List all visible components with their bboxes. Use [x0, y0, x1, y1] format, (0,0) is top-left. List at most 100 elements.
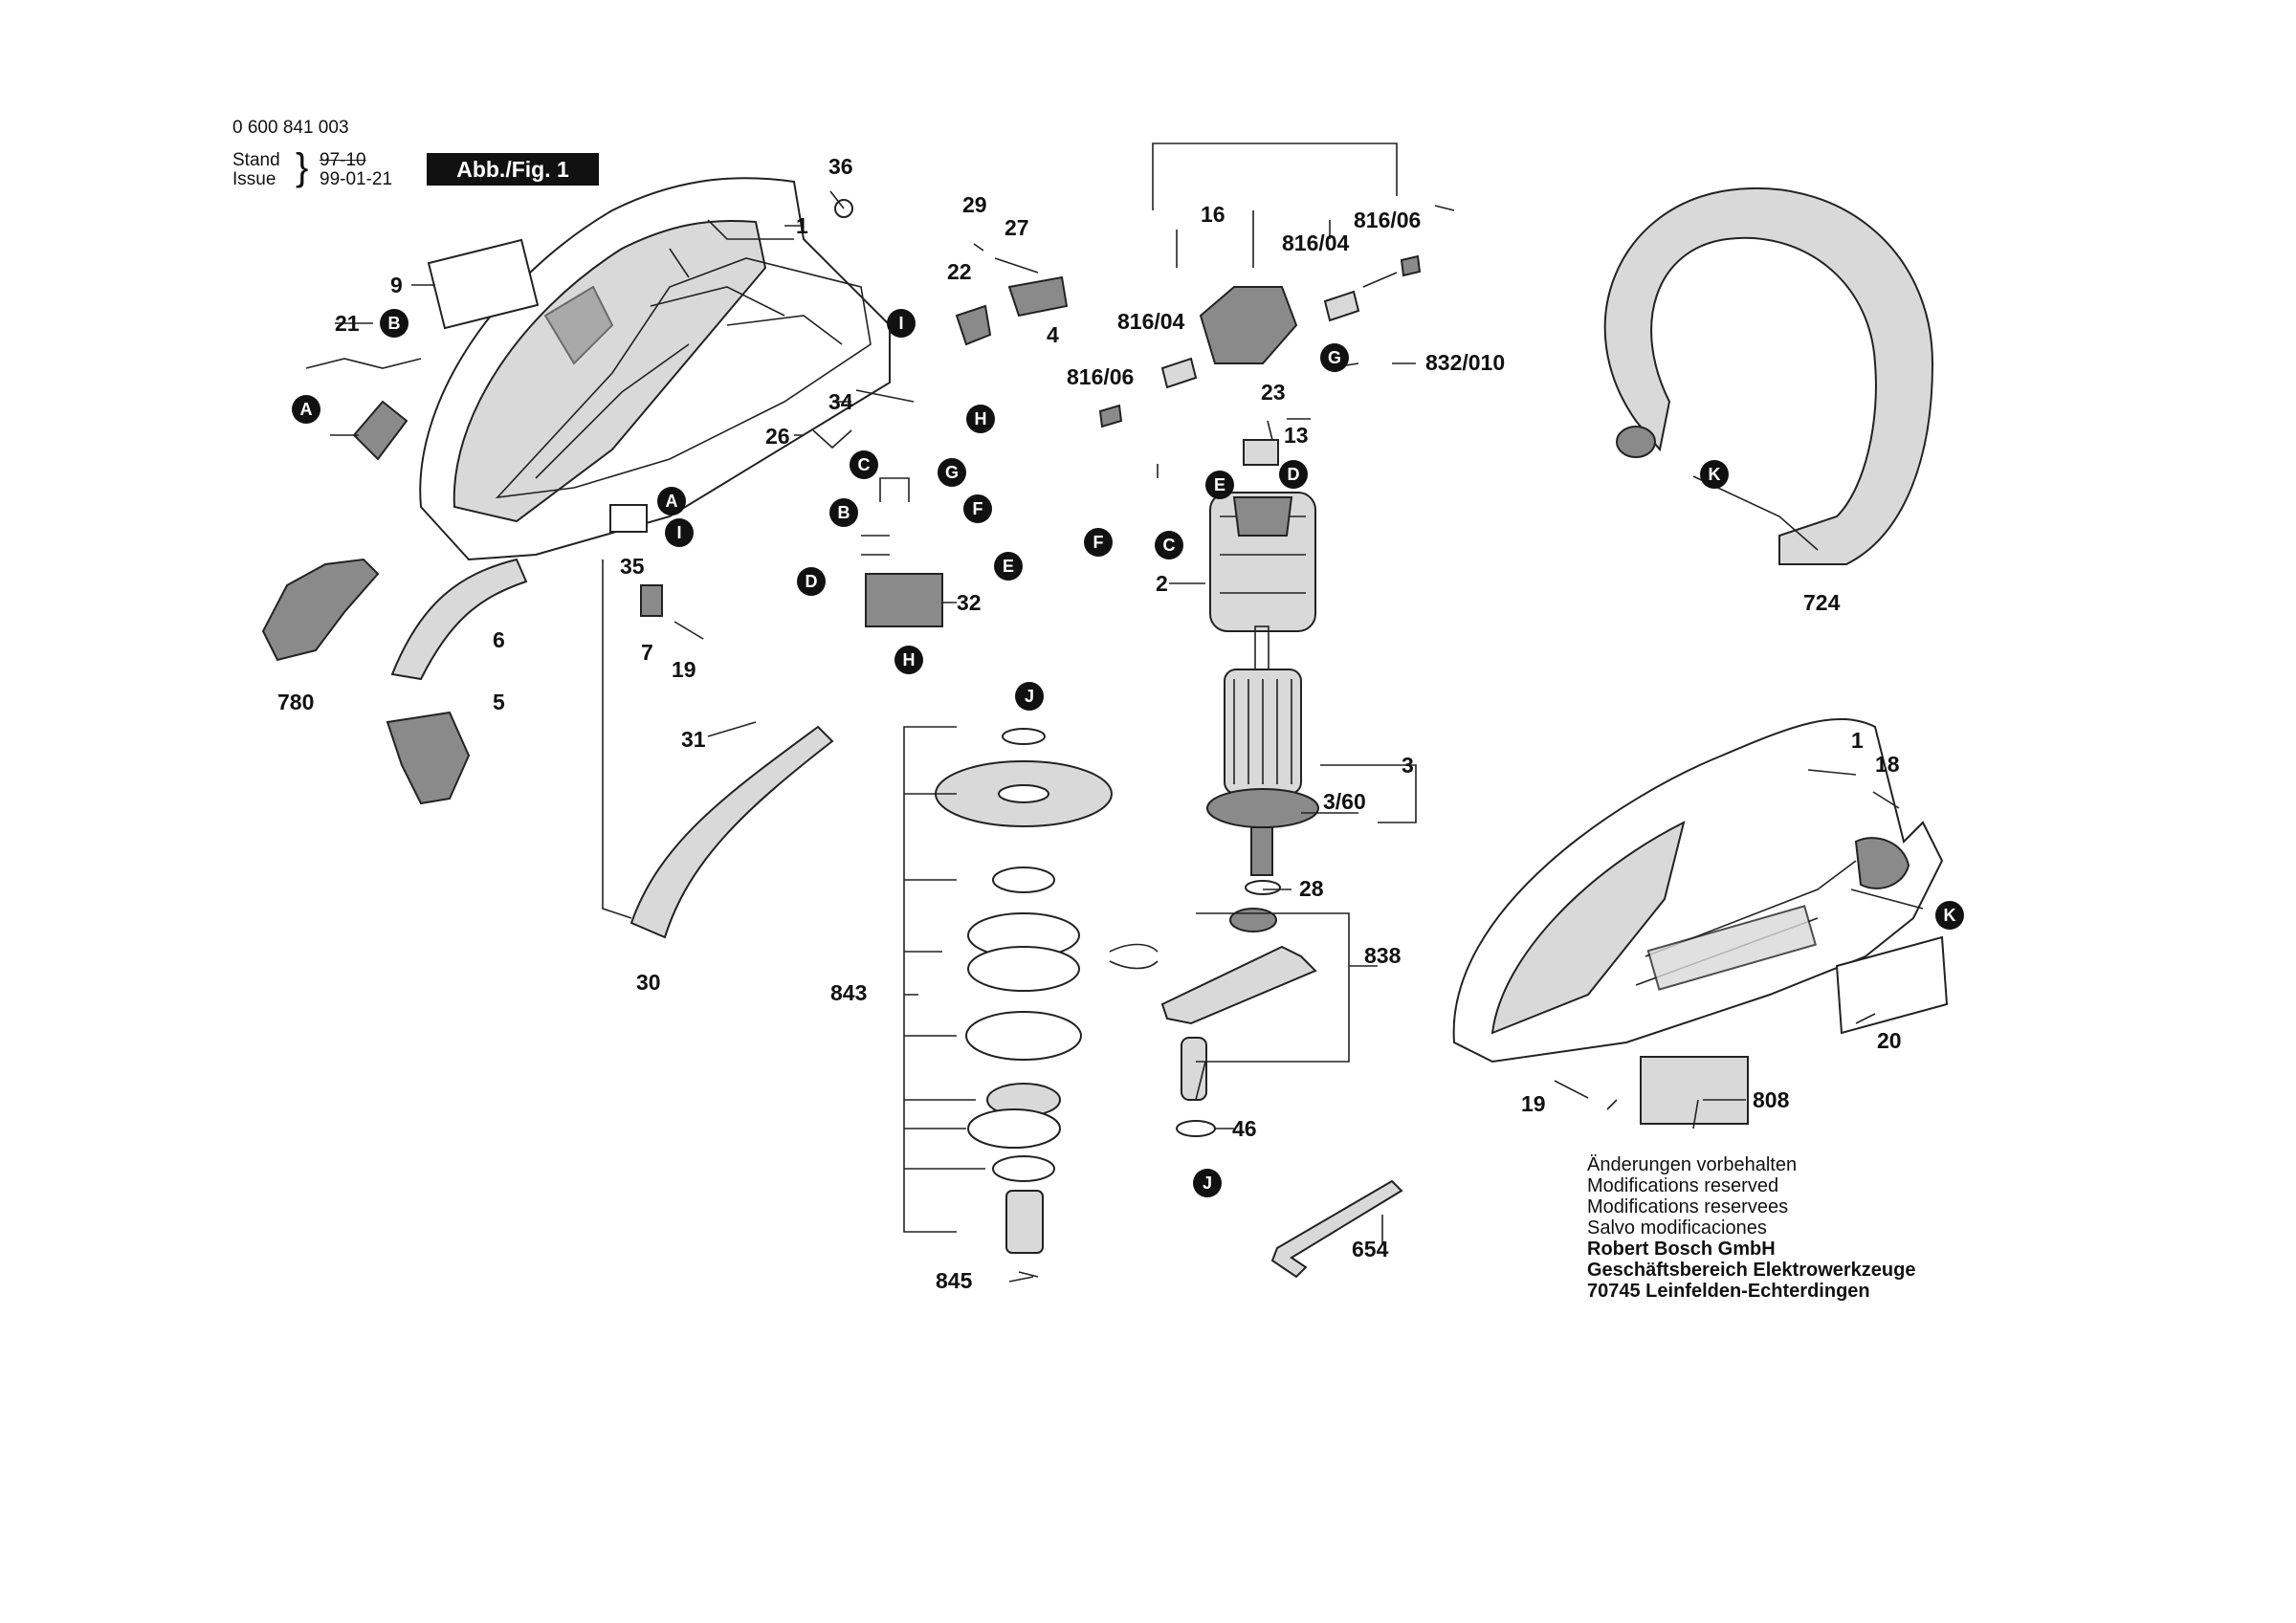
part-label: 816/04	[1117, 309, 1185, 334]
part-816-06-spring	[1362, 272, 1398, 288]
part-5-plug	[386, 711, 471, 805]
part-35-terminal	[609, 504, 648, 533]
part-label: 5	[493, 690, 505, 714]
marker-letter: C	[858, 455, 871, 474]
part-label: 28	[1299, 876, 1324, 901]
part-label: 845	[936, 1268, 973, 1293]
marker-letter: B	[838, 503, 850, 522]
part-19-screw	[673, 621, 704, 640]
part-label: 32	[957, 590, 982, 615]
part-13-gear	[1243, 439, 1279, 466]
marker-letter: E	[1003, 557, 1014, 576]
part-label: 843	[830, 980, 867, 1005]
part-label: 6	[493, 627, 505, 652]
part-label: 22	[947, 259, 972, 284]
part-label: 3	[1402, 753, 1414, 778]
part-20-label	[1835, 935, 1949, 1035]
part-22-switch-lead	[955, 304, 992, 346]
note-line: Salvo modificaciones	[1587, 1217, 1767, 1239]
marker-letter: A	[300, 400, 313, 419]
marker-letter: J	[1203, 1173, 1212, 1193]
part-label: 21	[335, 311, 360, 336]
marker-letter: F	[1093, 533, 1104, 552]
marker-letter: D	[806, 572, 818, 591]
part-27-spring	[994, 257, 1039, 274]
part-label: 13	[1284, 423, 1309, 448]
part-23-brush-holder	[1199, 286, 1298, 364]
part-label: 19	[672, 657, 696, 682]
part-label: 724	[1803, 590, 1841, 615]
part-label: 4	[1047, 322, 1059, 347]
part-label: 23	[1261, 380, 1286, 405]
part-label: 30	[636, 970, 661, 995]
part-label: 16	[1201, 202, 1225, 227]
part-label: 808	[1753, 1087, 1790, 1112]
marker-letter: A	[666, 492, 678, 511]
part-780-cable-guard	[261, 558, 380, 662]
part-843-gear-stack	[935, 728, 1113, 1278]
part-3-armature	[1206, 625, 1319, 876]
part-7-clamp	[640, 584, 663, 617]
marker-letter: E	[1214, 475, 1225, 494]
marker-letter: F	[973, 499, 983, 518]
part-label: 26	[765, 424, 790, 449]
part-6-cable-sleeve	[390, 558, 528, 681]
marker-letter: I	[676, 523, 681, 542]
part-838-bearing	[1229, 908, 1277, 932]
part-46-washer	[1176, 1120, 1216, 1137]
part-843-circlip	[1109, 943, 1159, 970]
part-2-field-coil	[1209, 492, 1316, 632]
marker-letter: K	[1944, 906, 1956, 925]
part-label: 816/06	[1067, 364, 1134, 389]
part-labels: 36 1 29 27 22 4 9 21 34 26 780 6 5 35 7 …	[277, 154, 1902, 1293]
brace-symbol: }	[296, 146, 309, 188]
part-label: 19	[1521, 1091, 1546, 1116]
part-label: 9	[390, 273, 403, 297]
part-654-hex-key	[1270, 1179, 1403, 1279]
part-label: 838	[1364, 943, 1402, 968]
part-label: 1	[1851, 728, 1864, 753]
part-724-handle	[1603, 186, 1934, 565]
part-label: 7	[641, 640, 653, 665]
marker-letter: G	[1328, 348, 1341, 367]
left-housing-shell	[419, 177, 891, 561]
part-label: 2	[1156, 571, 1168, 596]
part-label: 816/04	[1282, 230, 1350, 255]
part-label: 46	[1232, 1116, 1257, 1141]
part-21-wire	[305, 358, 422, 369]
part-31-spring	[707, 721, 757, 737]
marker-letter: K	[1709, 465, 1721, 484]
company-address: 70745 Leinfelden-Echterdingen	[1587, 1281, 1870, 1302]
marker-letter: H	[975, 409, 987, 428]
part-29-pin	[973, 243, 984, 252]
notes-block: Änderungen vorbehalten Modifications res…	[1587, 1154, 1915, 1302]
part-724-handle-boss	[1616, 426, 1656, 458]
part-label: 34	[828, 389, 853, 414]
part-label: 36	[828, 154, 853, 179]
part-label: 35	[620, 554, 645, 579]
part-32-capacitor	[865, 573, 943, 627]
marker-letter: G	[945, 463, 959, 482]
marker-letter: J	[1025, 687, 1034, 706]
part-34-rod	[855, 389, 915, 403]
part-26-bracket	[812, 429, 852, 450]
note-line: Änderungen vorbehalten	[1587, 1154, 1798, 1175]
stand-value: 97-10	[320, 150, 366, 170]
part-label: 27	[1004, 215, 1029, 240]
part-label: 832/010	[1425, 350, 1505, 375]
issue-value: 99-01-21	[320, 169, 393, 189]
marker-letter: C	[1163, 536, 1176, 555]
company-name: Robert Bosch GmbH	[1587, 1239, 1776, 1260]
part-4-cable-clip	[352, 400, 408, 461]
part-816-04-brush-right	[1323, 290, 1360, 322]
part-816-06-cap-right	[1400, 254, 1422, 277]
marker-letter: D	[1288, 465, 1300, 484]
company-division: Geschäftsbereich Elektrowerkzeuge	[1587, 1260, 1916, 1281]
part-18-screw	[1872, 791, 1900, 809]
part-label: 20	[1877, 1028, 1902, 1053]
part-838-connecting-rod	[1160, 945, 1317, 1025]
part-label: 31	[681, 727, 706, 752]
part-label: 1	[796, 213, 808, 238]
part-28-washer	[1245, 880, 1281, 895]
